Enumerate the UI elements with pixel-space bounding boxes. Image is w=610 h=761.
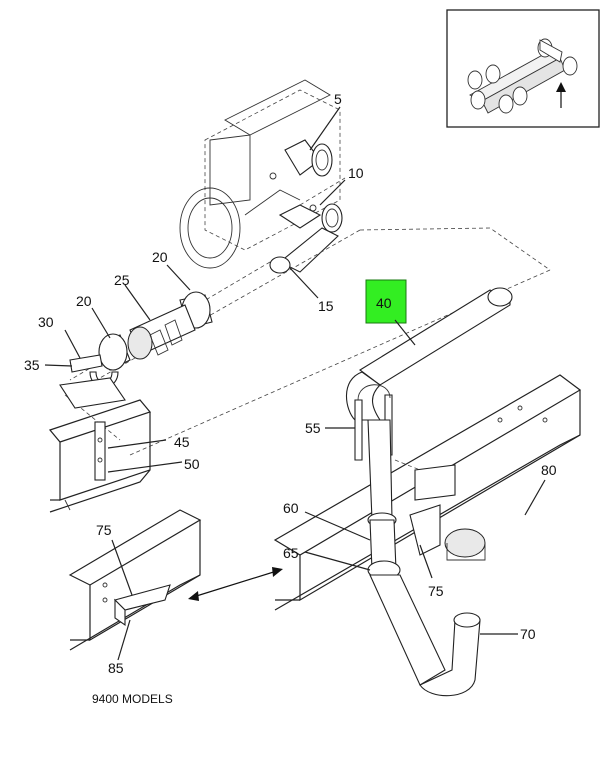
callout-35: 35 bbox=[24, 357, 40, 373]
bracket-75-right bbox=[409, 464, 456, 556]
callout-5: 5 bbox=[334, 91, 342, 107]
frame-rail-lower-left bbox=[68, 509, 202, 651]
hanger-30-35 bbox=[59, 354, 126, 409]
bracket-45-50 bbox=[94, 421, 106, 481]
callout-70: 70 bbox=[520, 626, 536, 642]
tail-pipe-70 bbox=[419, 528, 486, 697]
clamp-10 bbox=[278, 203, 343, 233]
callout-85: 85 bbox=[108, 660, 124, 676]
callout-20-upper: 20 bbox=[152, 249, 168, 265]
callout-40: 40 bbox=[376, 295, 392, 311]
callout-15: 15 bbox=[318, 298, 334, 314]
callout-30: 30 bbox=[38, 314, 54, 330]
clamps-and-connector bbox=[98, 291, 213, 371]
down-pipe-60-65 bbox=[367, 419, 446, 686]
pipe-15 bbox=[269, 227, 339, 274]
callout-50: 50 bbox=[184, 456, 200, 472]
callout-25: 25 bbox=[114, 272, 130, 288]
callout-75-left: 75 bbox=[96, 522, 112, 538]
callout-45: 45 bbox=[174, 434, 190, 450]
frame-rail-left bbox=[48, 399, 152, 513]
callout-80: 80 bbox=[541, 462, 557, 478]
engine bbox=[179, 79, 341, 269]
turbo-outlet-5 bbox=[284, 139, 333, 177]
callout-10: 10 bbox=[348, 165, 364, 181]
callout-60: 60 bbox=[283, 500, 299, 516]
chassis-inset bbox=[446, 9, 600, 128]
double-arrow-icon bbox=[188, 567, 283, 601]
callout-20-lower: 20 bbox=[76, 293, 92, 309]
callout-75-right: 75 bbox=[428, 583, 444, 599]
callout-65: 65 bbox=[283, 545, 299, 561]
leader-lines bbox=[44, 106, 546, 661]
callout-55: 55 bbox=[305, 420, 321, 436]
assembly-guides bbox=[64, 177, 551, 471]
models-caption: 9400 MODELS bbox=[92, 692, 173, 706]
highlight-box-40 bbox=[365, 279, 407, 324]
